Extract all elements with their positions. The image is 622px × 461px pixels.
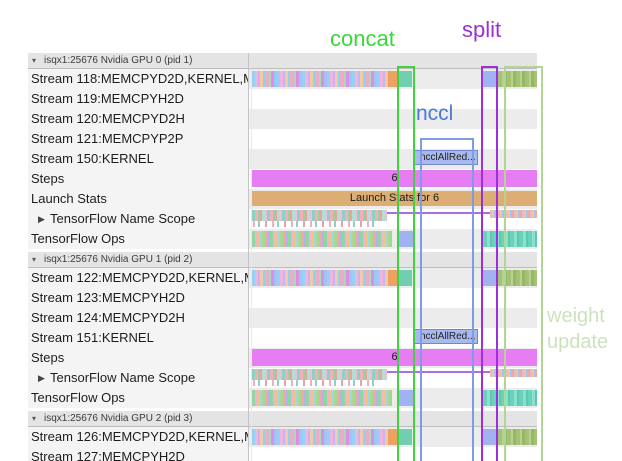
section-header-label: isqx1:25676 Nvidia GPU 1 (pid 2) [44, 254, 193, 265]
section-header[interactable]: ▾ isqx1:25676 Nvidia GPU 1 (pid 2) [28, 252, 537, 268]
row-label: TensorFlow Ops [31, 231, 125, 246]
row-label-cell: Stream 150:KERNEL [28, 149, 248, 169]
concat-annotation-label: concat [330, 26, 395, 51]
row-label: Stream 150:KERNEL [31, 151, 154, 166]
weight-update-line1: weight [547, 305, 605, 327]
ops-split-segment[interactable] [398, 390, 413, 406]
nccl-annotation-rect [420, 138, 474, 461]
dense-events-segment[interactable] [252, 71, 388, 87]
section-header[interactable]: ▾ isqx1:25676 Nvidia GPU 2 (pid 3) [28, 411, 537, 427]
row-label: Steps [31, 171, 65, 186]
launch-stats-bar[interactable]: Launch Stats for 6 [252, 191, 537, 206]
row-label: Stream 123:MEMCPYH2D [31, 290, 185, 305]
ops-events-segment[interactable] [252, 231, 392, 247]
name-scope-ticks-segment[interactable] [253, 380, 378, 386]
orange-event-segment[interactable] [388, 270, 398, 286]
row-label: Stream 124:MEMCPYD2H [31, 310, 185, 325]
expand-icon[interactable]: ▶ [38, 373, 45, 383]
row-label: Stream 119:MEMCPYH2D [31, 91, 184, 106]
section-header-label: isqx1:25676 Nvidia GPU 2 (pid 3) [44, 413, 193, 424]
row-label-cell: TensorFlow Ops [28, 229, 248, 249]
split-annotation-rect [481, 66, 498, 461]
ops-split-segment[interactable] [398, 231, 413, 247]
orange-event-segment[interactable] [388, 71, 398, 87]
split-annotation-label: split [462, 17, 502, 42]
row-label: Stream 127:MEMCPYH2D [31, 449, 185, 461]
row-label-cell: Launch Stats [28, 189, 248, 209]
row-label-cell: ▶ TensorFlow Name Scope [28, 368, 248, 388]
row-label-cell: Stream 120:MEMCPYD2H [28, 109, 248, 129]
section-header[interactable]: ▾ isqx1:25676 Nvidia GPU 0 (pid 1) [28, 53, 537, 69]
collapse-triangle-icon[interactable]: ▾ [32, 56, 37, 65]
nccl-allreduce-event[interactable]: ncclAllRed... [413, 329, 478, 344]
row-label-cell: Stream 127:MEMCPYH2D [28, 447, 248, 461]
row-label-cell: Stream 124:MEMCPYD2H [28, 308, 248, 328]
collapse-triangle-icon[interactable]: ▾ [32, 414, 37, 423]
row-label: Stream 151:KERNEL [31, 330, 154, 345]
expand-icon[interactable]: ▶ [38, 214, 45, 224]
row-label-cell: Stream 122:MEMCPYD2D,KERNEL,MI [28, 268, 248, 288]
steps-bar[interactable]: 6 [252, 349, 537, 366]
concat-event-segment[interactable] [398, 429, 412, 445]
row-label: TensorFlow Name Scope [50, 370, 196, 385]
steps-bar[interactable]: 6 [252, 170, 537, 187]
row-label-cell: Steps [28, 348, 248, 368]
weight-update-annotation-rect [504, 66, 543, 461]
row-label-cell: Stream 118:MEMCPYD2D,KERNEL,ME [28, 69, 248, 89]
row-label-cell: Stream 126:MEMCPYD2D,KERNEL,MI [28, 427, 248, 447]
dense-events-segment[interactable] [252, 429, 388, 445]
weight-update-line2: update [547, 331, 609, 353]
timeline-row-track[interactable] [248, 308, 537, 328]
label-column-divider [248, 53, 249, 461]
split-event-segment[interactable] [481, 71, 498, 87]
row-label: Launch Stats [31, 191, 107, 206]
row-label: Stream 122:MEMCPYD2D,KERNEL,MI [31, 270, 248, 285]
weight-update-events-segment[interactable] [498, 429, 537, 445]
orange-event-segment[interactable] [388, 429, 398, 445]
row-label-cell: TensorFlow Ops [28, 388, 248, 408]
concat-event-segment[interactable] [398, 71, 412, 87]
row-label-cell: Stream 121:MEMCPYP2P [28, 129, 248, 149]
concat-event-segment[interactable] [398, 270, 412, 286]
row-label-cell: Stream 119:MEMCPYH2D [28, 89, 248, 109]
row-label: Stream 118:MEMCPYD2D,KERNEL,ME [31, 71, 248, 86]
dense-events-segment[interactable] [252, 270, 388, 286]
name-scope-events-segment[interactable] [252, 210, 387, 221]
weight-update-events-segment[interactable] [498, 71, 537, 87]
row-label: Steps [31, 350, 65, 365]
timeline-row-track[interactable] [248, 109, 537, 129]
row-label-cell: Stream 151:KERNEL [28, 328, 248, 348]
row-label: Stream 126:MEMCPYD2D,KERNEL,MI [31, 429, 248, 444]
row-label: Stream 120:MEMCPYD2H [31, 111, 185, 126]
time-gridline [251, 69, 252, 461]
name-scope-events-segment[interactable] [490, 369, 537, 377]
section-header-label: isqx1:25676 Nvidia GPU 0 (pid 1) [44, 55, 193, 66]
name-scope-events-segment[interactable] [490, 210, 537, 218]
row-label: TensorFlow Ops [31, 390, 125, 405]
collapse-triangle-icon[interactable]: ▾ [32, 255, 37, 264]
name-scope-span-line[interactable] [387, 212, 537, 214]
row-label: Stream 121:MEMCPYP2P [31, 131, 184, 146]
weight-update-events-segment[interactable] [498, 270, 537, 286]
nccl-allreduce-event[interactable]: ncclAllRed... [413, 150, 478, 165]
name-scope-ticks-segment[interactable] [253, 221, 378, 227]
row-label-cell: Stream 123:MEMCPYH2D [28, 288, 248, 308]
name-scope-span-line[interactable] [387, 371, 537, 373]
nccl-annotation-label: nccl [416, 102, 454, 125]
concat-annotation-rect [397, 66, 415, 461]
row-label-cell: ▶ TensorFlow Name Scope [28, 209, 248, 229]
ops-events-segment[interactable] [252, 390, 392, 406]
split-event-segment[interactable] [481, 270, 498, 286]
name-scope-events-segment[interactable] [252, 369, 387, 380]
row-label-cell: Steps [28, 169, 248, 189]
split-event-segment[interactable] [481, 429, 498, 445]
row-label: TensorFlow Name Scope [50, 211, 196, 226]
weight-update-annotation-label: weight update [547, 303, 608, 355]
